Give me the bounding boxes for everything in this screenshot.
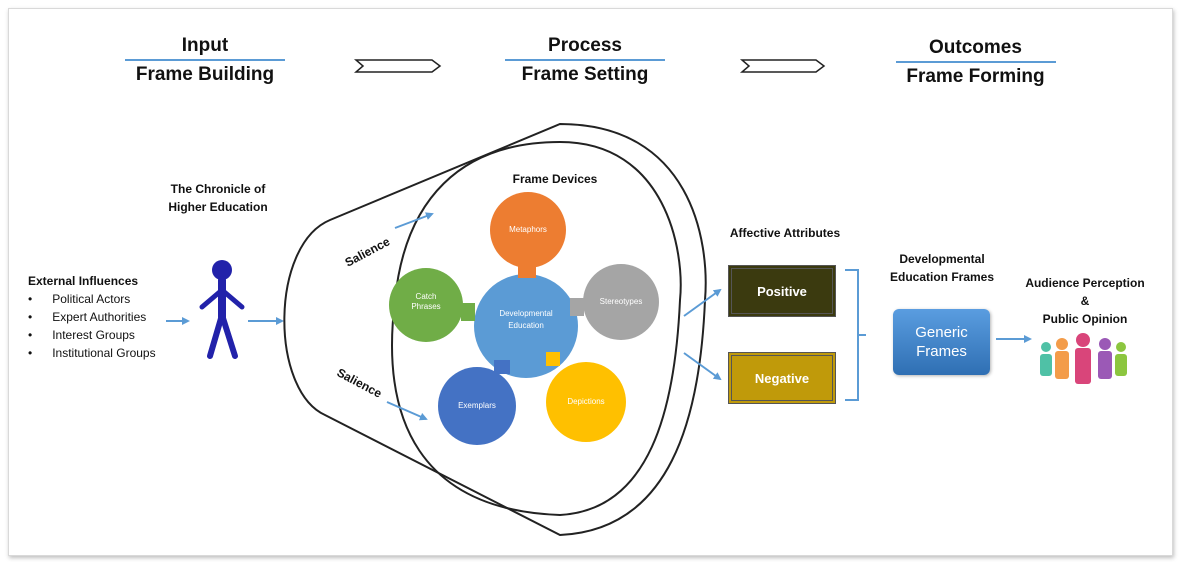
stage-process-rule <box>505 59 665 61</box>
external-item: • Expert Authorities <box>28 310 147 324</box>
generic-line2: Frames <box>916 343 967 360</box>
connector-catch-phrases <box>461 303 475 321</box>
external-item-label: Interest Groups <box>52 328 135 342</box>
audience-line2: & <box>1080 294 1090 308</box>
connector-stereotypes <box>570 298 584 316</box>
generic-line1: Generic <box>915 324 968 341</box>
positive-box: Positive <box>728 265 836 317</box>
stage-input-subtitle: Frame Building <box>135 64 275 85</box>
exemplars-circle <box>438 367 516 445</box>
audience-line1: Audience Perception <box>1025 276 1145 290</box>
depictions-circle <box>546 362 626 442</box>
stage-process-header: Process Frame Setting <box>500 34 670 87</box>
audience-title: Audience Perception & Public Opinion <box>1015 274 1155 328</box>
arrow-to-negative <box>683 352 722 381</box>
negative-label: Negative <box>754 370 810 386</box>
affective-title: Affective Attributes <box>729 226 841 240</box>
stage-outcomes-subtitle: Frame Forming <box>906 66 1045 87</box>
chevron-arrow-2 <box>739 59 826 73</box>
catch-phrases-circle <box>389 268 463 342</box>
external-item-label: Expert Authorities <box>52 310 147 324</box>
stage-outcomes-title: Outcomes <box>929 37 1022 58</box>
process-funnel-inner <box>391 140 682 517</box>
external-item: • Institutional Groups <box>28 346 156 360</box>
stage-process-subtitle: Frame Setting <box>521 64 649 85</box>
catch-phrases-label: Catch Phrases <box>411 292 441 311</box>
stereotypes-label: Stereotypes <box>599 297 643 306</box>
stage-outcomes-rule <box>895 61 1056 63</box>
stage-outcomes-header: Outcomes Frame Forming <box>893 36 1058 89</box>
metaphors-circle <box>490 192 566 268</box>
negative-box: Negative <box>728 352 836 404</box>
stage-input-title: Input <box>181 35 229 56</box>
exemplars-label: Exemplars <box>458 401 496 410</box>
affective-bracket <box>845 269 866 401</box>
connector-depictions <box>546 352 560 366</box>
center-label: Developmental Education <box>499 309 553 330</box>
process-funnel-outer <box>283 122 707 537</box>
external-item-label: Institutional Groups <box>52 346 156 360</box>
metaphors-label: Metaphors <box>509 225 547 234</box>
dev-frames-title: Developmental Education Frames <box>878 250 1006 286</box>
connector-exemplars <box>494 360 510 374</box>
stage-input-header: Input Frame Building <box>120 34 290 87</box>
salience-arrow-top <box>394 212 434 229</box>
external-influences-title: External Influences <box>28 274 139 288</box>
stereotypes-circle <box>583 264 659 340</box>
frame-devices-title: Frame Devices <box>512 172 598 186</box>
source-title-line2: Higher Education <box>168 200 268 214</box>
external-item-label: Political Actors <box>52 292 131 306</box>
external-item: • Interest Groups <box>28 328 135 342</box>
positive-label: Positive <box>757 283 807 299</box>
salience-arrow-bottom <box>386 401 428 421</box>
connector-metaphors <box>518 264 536 278</box>
stage-process-title: Process <box>548 35 622 56</box>
external-item: • Political Actors <box>28 292 131 306</box>
depictions-label: Depictions <box>567 397 605 406</box>
dev-frames-line2: Education Frames <box>889 270 995 284</box>
arrow-to-positive <box>683 288 722 317</box>
audience-line3: Public Opinion <box>1042 312 1128 326</box>
source-title: The Chronicle of Higher Education <box>150 180 286 216</box>
stage-input-rule <box>125 59 285 61</box>
chevron-arrow-1 <box>353 59 442 73</box>
audience-people-icon <box>1040 333 1127 384</box>
generic-frames-box: Generic Frames <box>893 309 990 375</box>
source-title-line1: The Chronicle of <box>170 182 266 196</box>
dev-frames-line1: Developmental <box>899 252 985 266</box>
external-influences: External Influences • Political Actors •… <box>28 272 156 362</box>
person-icon <box>199 260 245 359</box>
